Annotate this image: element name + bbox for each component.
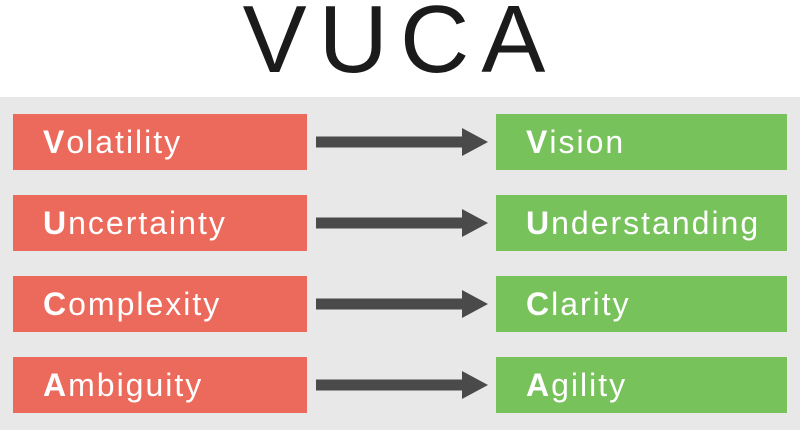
response-rest: larity: [551, 285, 631, 322]
response-rest: nderstanding: [551, 204, 761, 241]
right-arrow-icon: [307, 128, 496, 156]
page-title: VUCA: [242, 0, 558, 93]
term-initial: V: [43, 123, 67, 160]
title-band: VUCA: [0, 0, 800, 97]
response-initial: A: [526, 366, 552, 403]
response-rest: gility: [551, 366, 628, 403]
response-initial: V: [526, 123, 550, 160]
term-rest: ncertainty: [68, 204, 227, 241]
response-initial: C: [526, 285, 552, 322]
term-rest: olatility: [66, 123, 183, 160]
right-arrow-icon: [307, 290, 496, 318]
term-initial: C: [43, 285, 69, 322]
response-rest: ision: [549, 123, 626, 160]
term-initial: U: [43, 204, 69, 241]
term-rest: mbiguity: [68, 366, 204, 403]
right-arrow-icon: [307, 371, 496, 399]
term-rest: omplexity: [68, 285, 222, 322]
term-initial: A: [43, 366, 69, 403]
response-initial: U: [526, 204, 552, 241]
right-arrow-icon: [307, 209, 496, 237]
